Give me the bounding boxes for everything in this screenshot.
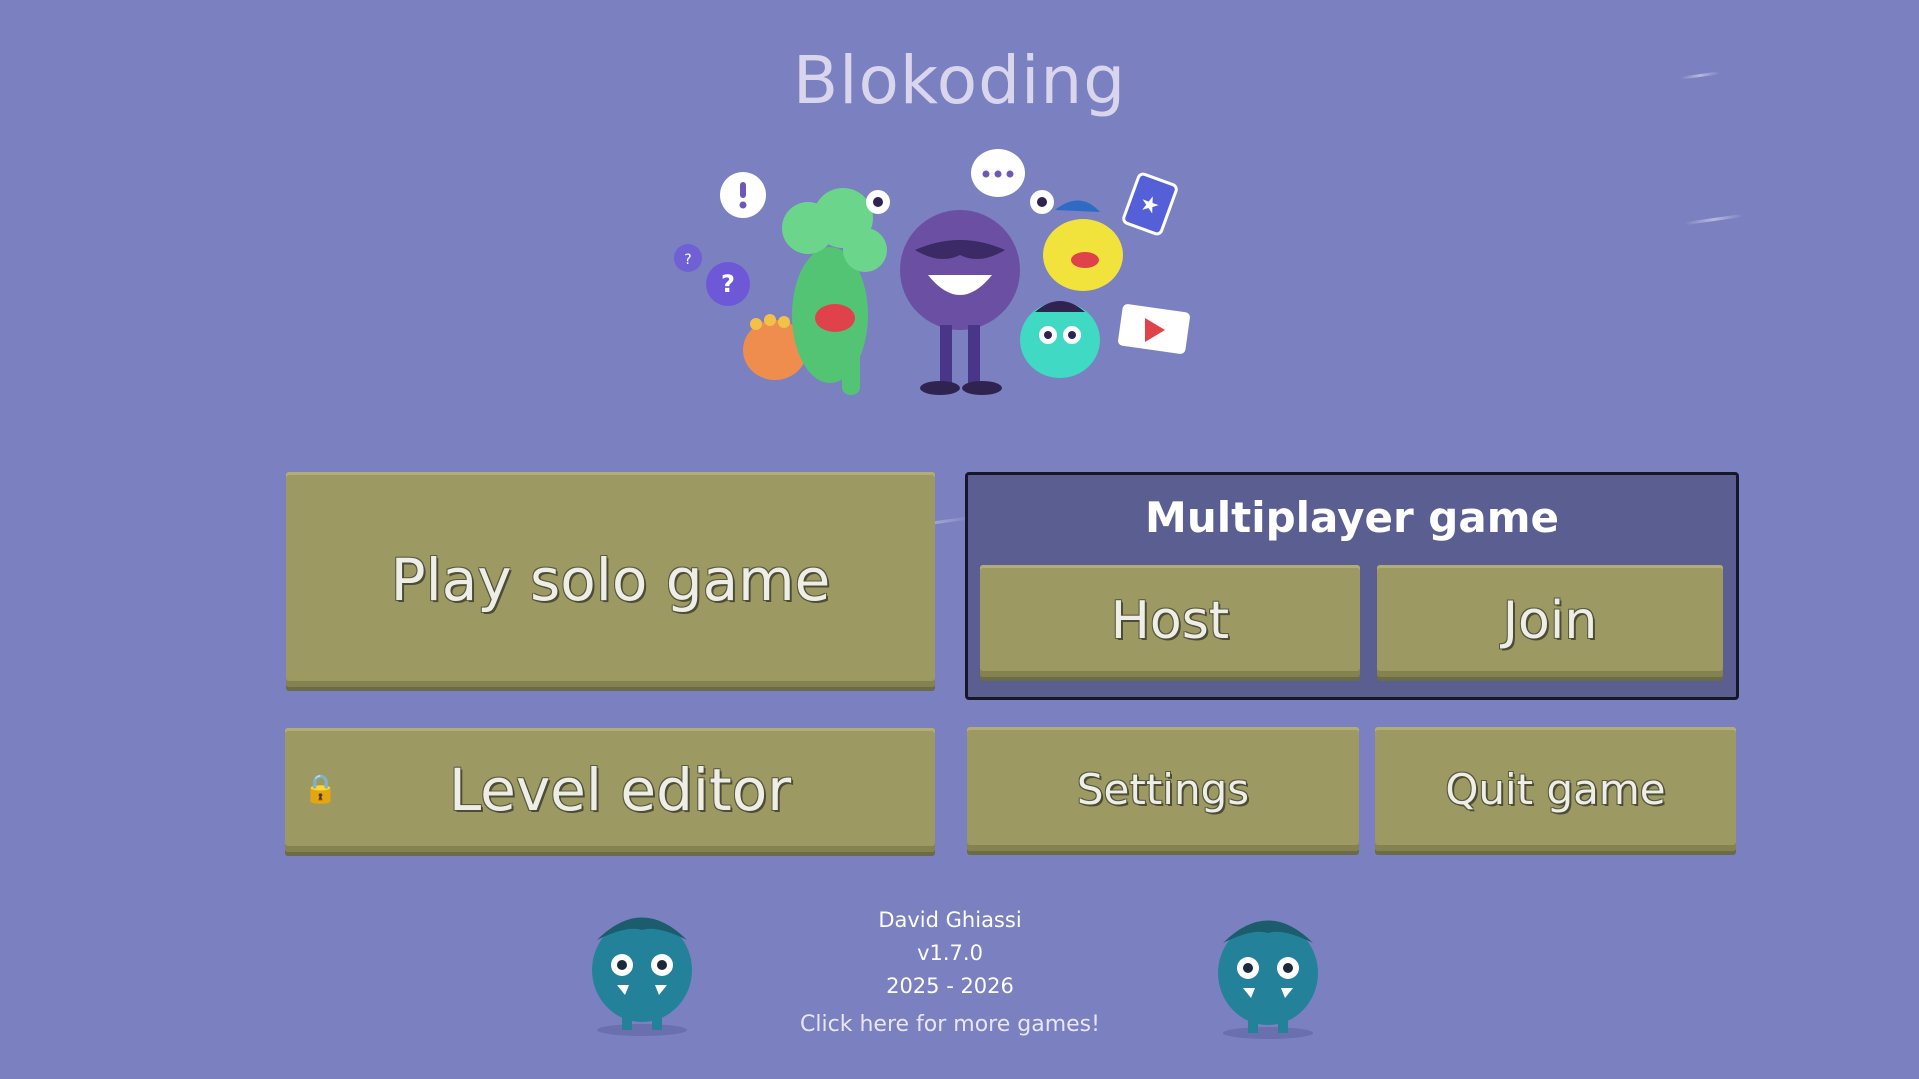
version-label: v1.7.0 bbox=[917, 941, 983, 965]
multiplayer-title: Multiplayer game bbox=[1145, 493, 1559, 542]
host-label: Host bbox=[1110, 591, 1230, 651]
question-bubble-icon: ? ? bbox=[674, 244, 750, 306]
author-name: David Ghiassi bbox=[878, 908, 1022, 932]
credits: David Ghiassi v1.7.0 2025 - 2026 bbox=[750, 904, 1150, 1003]
teal-monster bbox=[1020, 301, 1100, 378]
ellipsis-bubble-icon bbox=[971, 149, 1025, 197]
orange-monster bbox=[743, 314, 807, 380]
level-editor-button[interactable]: 🔒 Level editor bbox=[285, 728, 935, 852]
play-solo-label: Play solo game bbox=[390, 545, 831, 614]
exclamation-bubble-icon bbox=[720, 172, 766, 218]
settings-button[interactable]: Settings bbox=[967, 727, 1359, 851]
join-button[interactable]: Join bbox=[1377, 565, 1723, 677]
quit-game-label: Quit game bbox=[1445, 764, 1666, 814]
green-monster bbox=[782, 188, 887, 395]
quit-game-button[interactable]: Quit game bbox=[1375, 727, 1736, 851]
host-button[interactable]: Host bbox=[980, 565, 1360, 677]
wind-streak bbox=[1684, 213, 1744, 226]
teal-mascot-right bbox=[1218, 920, 1318, 1039]
level-editor-label: Level editor bbox=[448, 756, 792, 824]
join-label: Join bbox=[1502, 591, 1598, 651]
svg-text:?: ? bbox=[721, 270, 735, 298]
play-video-icon bbox=[1118, 304, 1190, 354]
yellow-monster bbox=[1043, 200, 1123, 291]
svg-text:?: ? bbox=[684, 252, 691, 268]
more-games-link[interactable]: Click here for more games! bbox=[800, 1012, 1100, 1037]
game-title: Blokoding bbox=[792, 42, 1127, 119]
play-solo-button[interactable]: Play solo game bbox=[286, 472, 935, 687]
multiplayer-panel: Multiplayer game Host Join bbox=[965, 472, 1739, 700]
lock-icon: 🔒 bbox=[303, 772, 338, 805]
settings-label: Settings bbox=[1076, 764, 1250, 814]
purple-monster bbox=[866, 190, 1054, 395]
teal-mascot-left bbox=[592, 917, 692, 1036]
cards-icon: ★ bbox=[1122, 172, 1178, 236]
copyright-years: 2025 - 2026 bbox=[886, 974, 1014, 998]
hero-monsters-illustration: ? ? ★ bbox=[674, 149, 1190, 395]
